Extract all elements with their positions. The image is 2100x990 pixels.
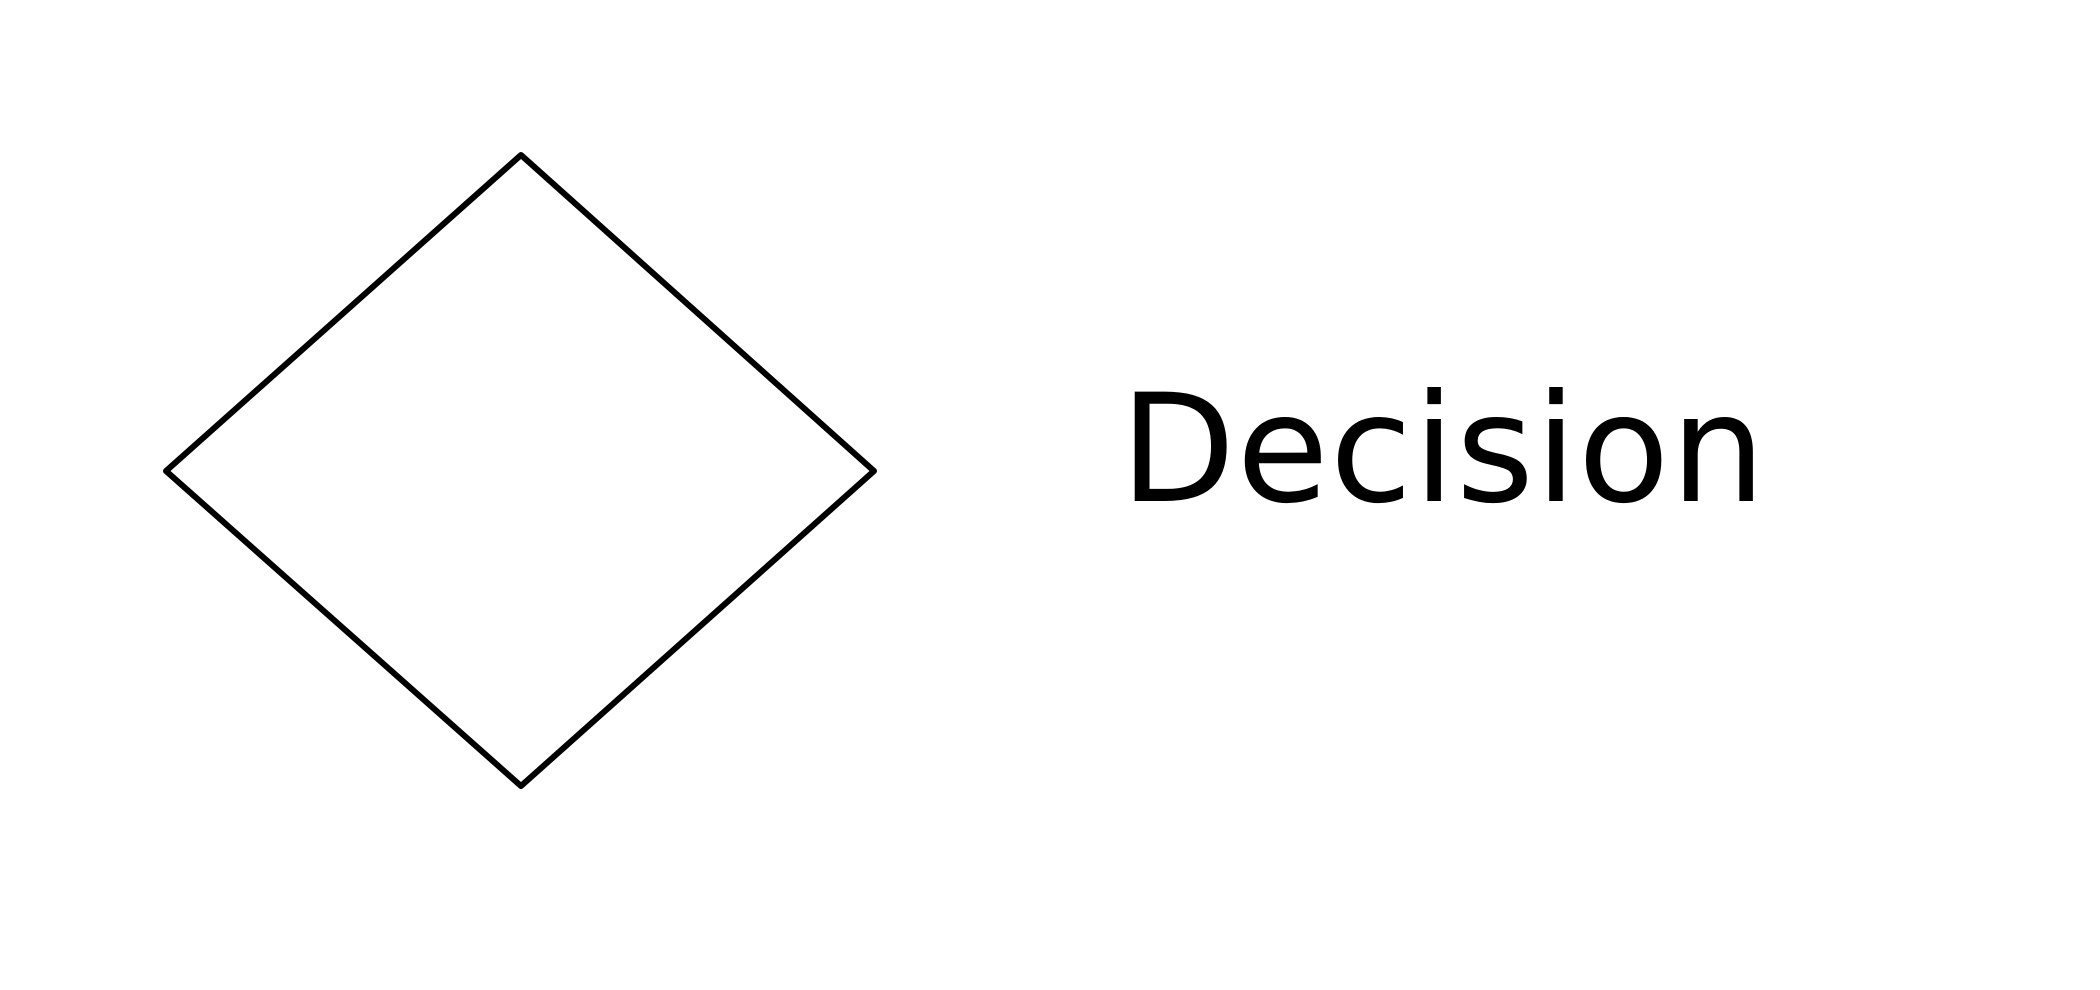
decision-label: Decision (1120, 363, 1767, 537)
